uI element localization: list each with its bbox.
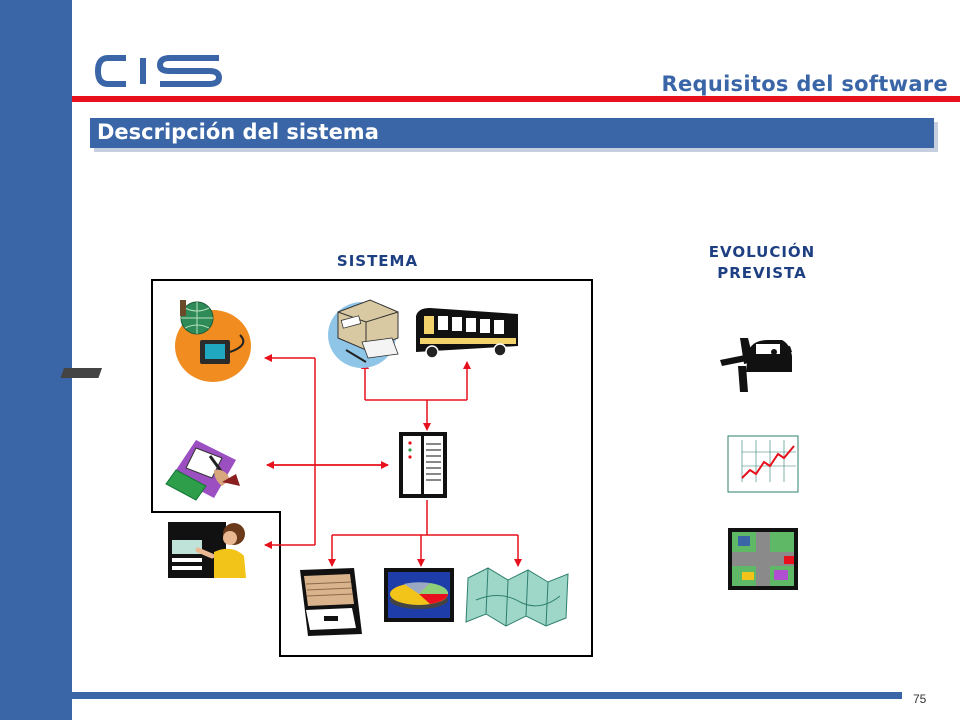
footer-bar <box>72 692 902 699</box>
package-documents-icon <box>328 299 399 368</box>
pie-chart-icon <box>384 568 454 622</box>
plane-car-icon <box>720 338 792 392</box>
filing-cabinet-icon <box>300 568 362 636</box>
evolution-label-line1: EVOLUCIÓN <box>708 243 816 261</box>
folded-map-icon <box>465 567 569 627</box>
page-number: 75 <box>913 692 927 706</box>
line-graph-icon <box>727 435 799 493</box>
evolution-label: EVOLUCIÓN PREVISTA <box>662 242 862 284</box>
left-sidebar-bar <box>0 0 72 720</box>
section-band <box>90 118 934 148</box>
header-title: Requisitos del software <box>661 72 948 96</box>
system-label: SISTEMA <box>336 252 419 270</box>
writing-tablet-icon <box>165 440 240 501</box>
section-title: Descripción del sistema <box>97 120 379 144</box>
cis-logo <box>94 55 223 87</box>
header-red-rule <box>72 96 960 102</box>
evolution-label-line2: PREVISTA <box>717 264 807 282</box>
server-tower-icon <box>399 432 447 498</box>
system-boundary <box>151 279 593 657</box>
connector-lines <box>264 354 522 567</box>
globe-computer-icon <box>60 300 251 382</box>
city-traffic-icon <box>728 528 798 590</box>
atm-user-icon <box>168 522 246 578</box>
bus-icon <box>416 308 518 359</box>
